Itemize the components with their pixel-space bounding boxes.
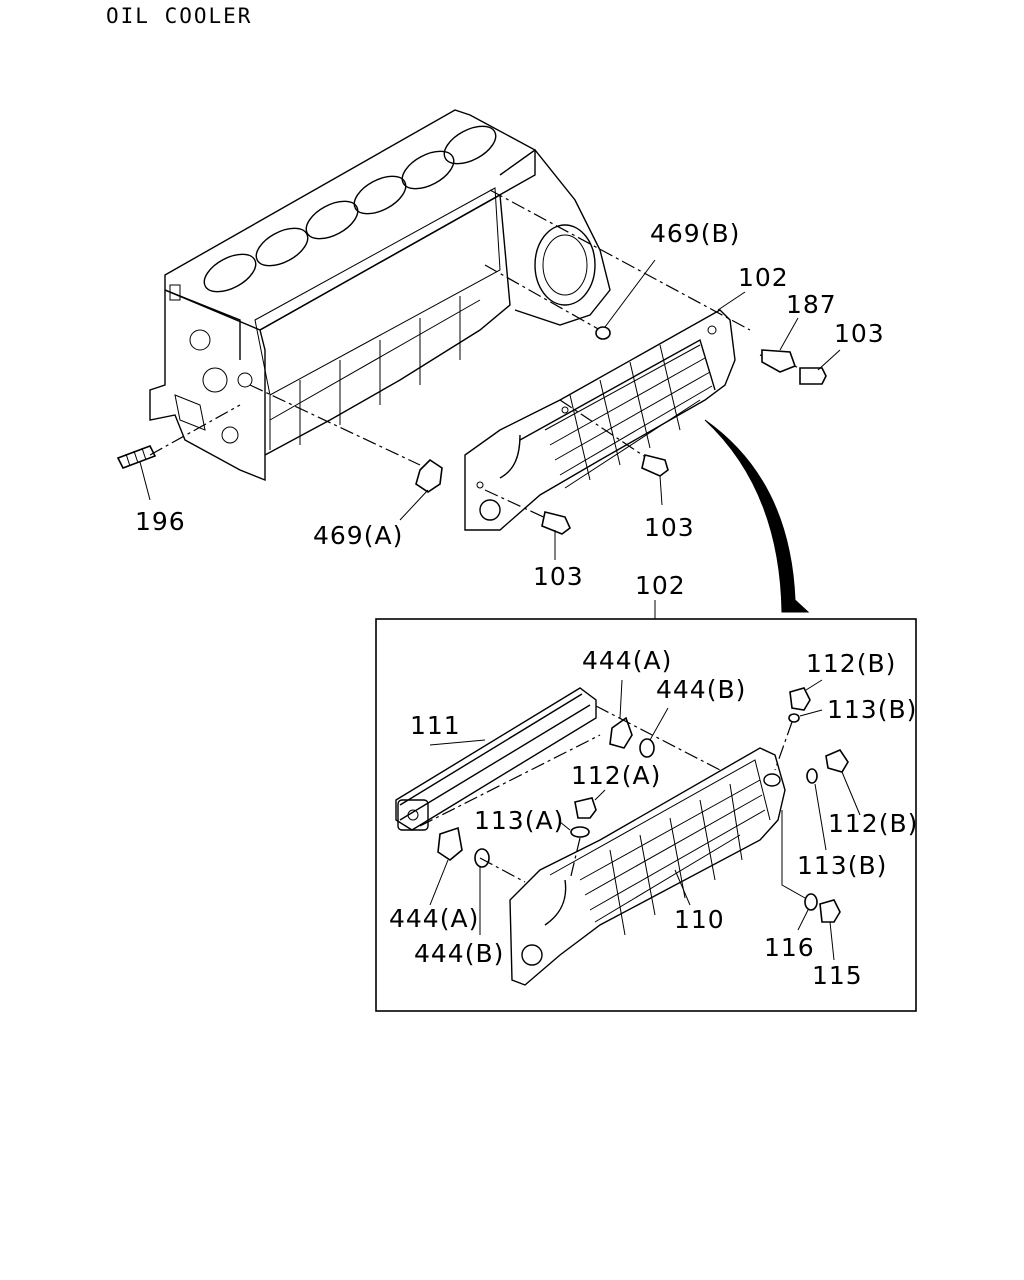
- label-115: 115: [812, 961, 863, 990]
- label-444a-top: 444(A): [582, 646, 672, 675]
- oil-cooler-drawing: [464, 309, 736, 531]
- gasket-469a: [415, 458, 443, 493]
- label-111: 111: [410, 711, 461, 740]
- oring-113b-right: [806, 768, 818, 784]
- cooler-element-111: [395, 687, 597, 831]
- label-112a: 112(A): [571, 761, 661, 790]
- cooler-housing-110: [509, 747, 786, 986]
- label-444a-bottom: 444(A): [389, 904, 479, 933]
- label-103-middle: 103: [644, 513, 695, 542]
- bolt-103-lower: [541, 511, 571, 535]
- label-102-top: 102: [738, 263, 789, 292]
- bolt-103-right: [799, 367, 827, 385]
- plug-112a: [574, 797, 597, 819]
- plug-196: [116, 444, 157, 470]
- label-187: 187: [786, 290, 837, 319]
- oring-113a: [570, 826, 590, 838]
- gasket-444a-bottom: [437, 826, 463, 861]
- plug-112b-right: [825, 749, 849, 773]
- label-112b-right: 112(B): [828, 809, 918, 838]
- label-113a: 113(A): [474, 806, 564, 835]
- diagram-title: OIL COOLER: [106, 4, 253, 28]
- oring-113b-top: [788, 713, 800, 723]
- label-113b-top: 113(B): [827, 695, 917, 724]
- label-112b-top: 112(B): [806, 649, 896, 678]
- label-103-right: 103: [834, 319, 885, 348]
- label-113b-right: 113(B): [797, 851, 887, 880]
- label-469a: 469(A): [313, 521, 403, 550]
- gasket-444b-top: [639, 738, 655, 758]
- plug-112b-top: [789, 687, 811, 711]
- detail-box: [375, 618, 917, 1012]
- label-469b: 469(B): [650, 219, 740, 248]
- bolt-103-middle: [641, 454, 669, 477]
- label-103-lower: 103: [533, 562, 584, 591]
- label-102-box: 102: [635, 571, 686, 600]
- washer-116: [804, 893, 818, 911]
- label-196: 196: [135, 507, 186, 536]
- label-116: 116: [764, 933, 815, 962]
- nut-115: [819, 899, 841, 923]
- bracket-187: [761, 349, 797, 373]
- label-444b-bottom: 444(B): [414, 939, 504, 968]
- curved-arrow: [704, 419, 810, 613]
- label-444b-top: 444(B): [656, 675, 746, 704]
- label-110: 110: [674, 905, 725, 934]
- engine-block-drawing: [116, 109, 611, 482]
- gasket-444b-bottom: [474, 848, 490, 868]
- gasket-469b: [595, 326, 611, 340]
